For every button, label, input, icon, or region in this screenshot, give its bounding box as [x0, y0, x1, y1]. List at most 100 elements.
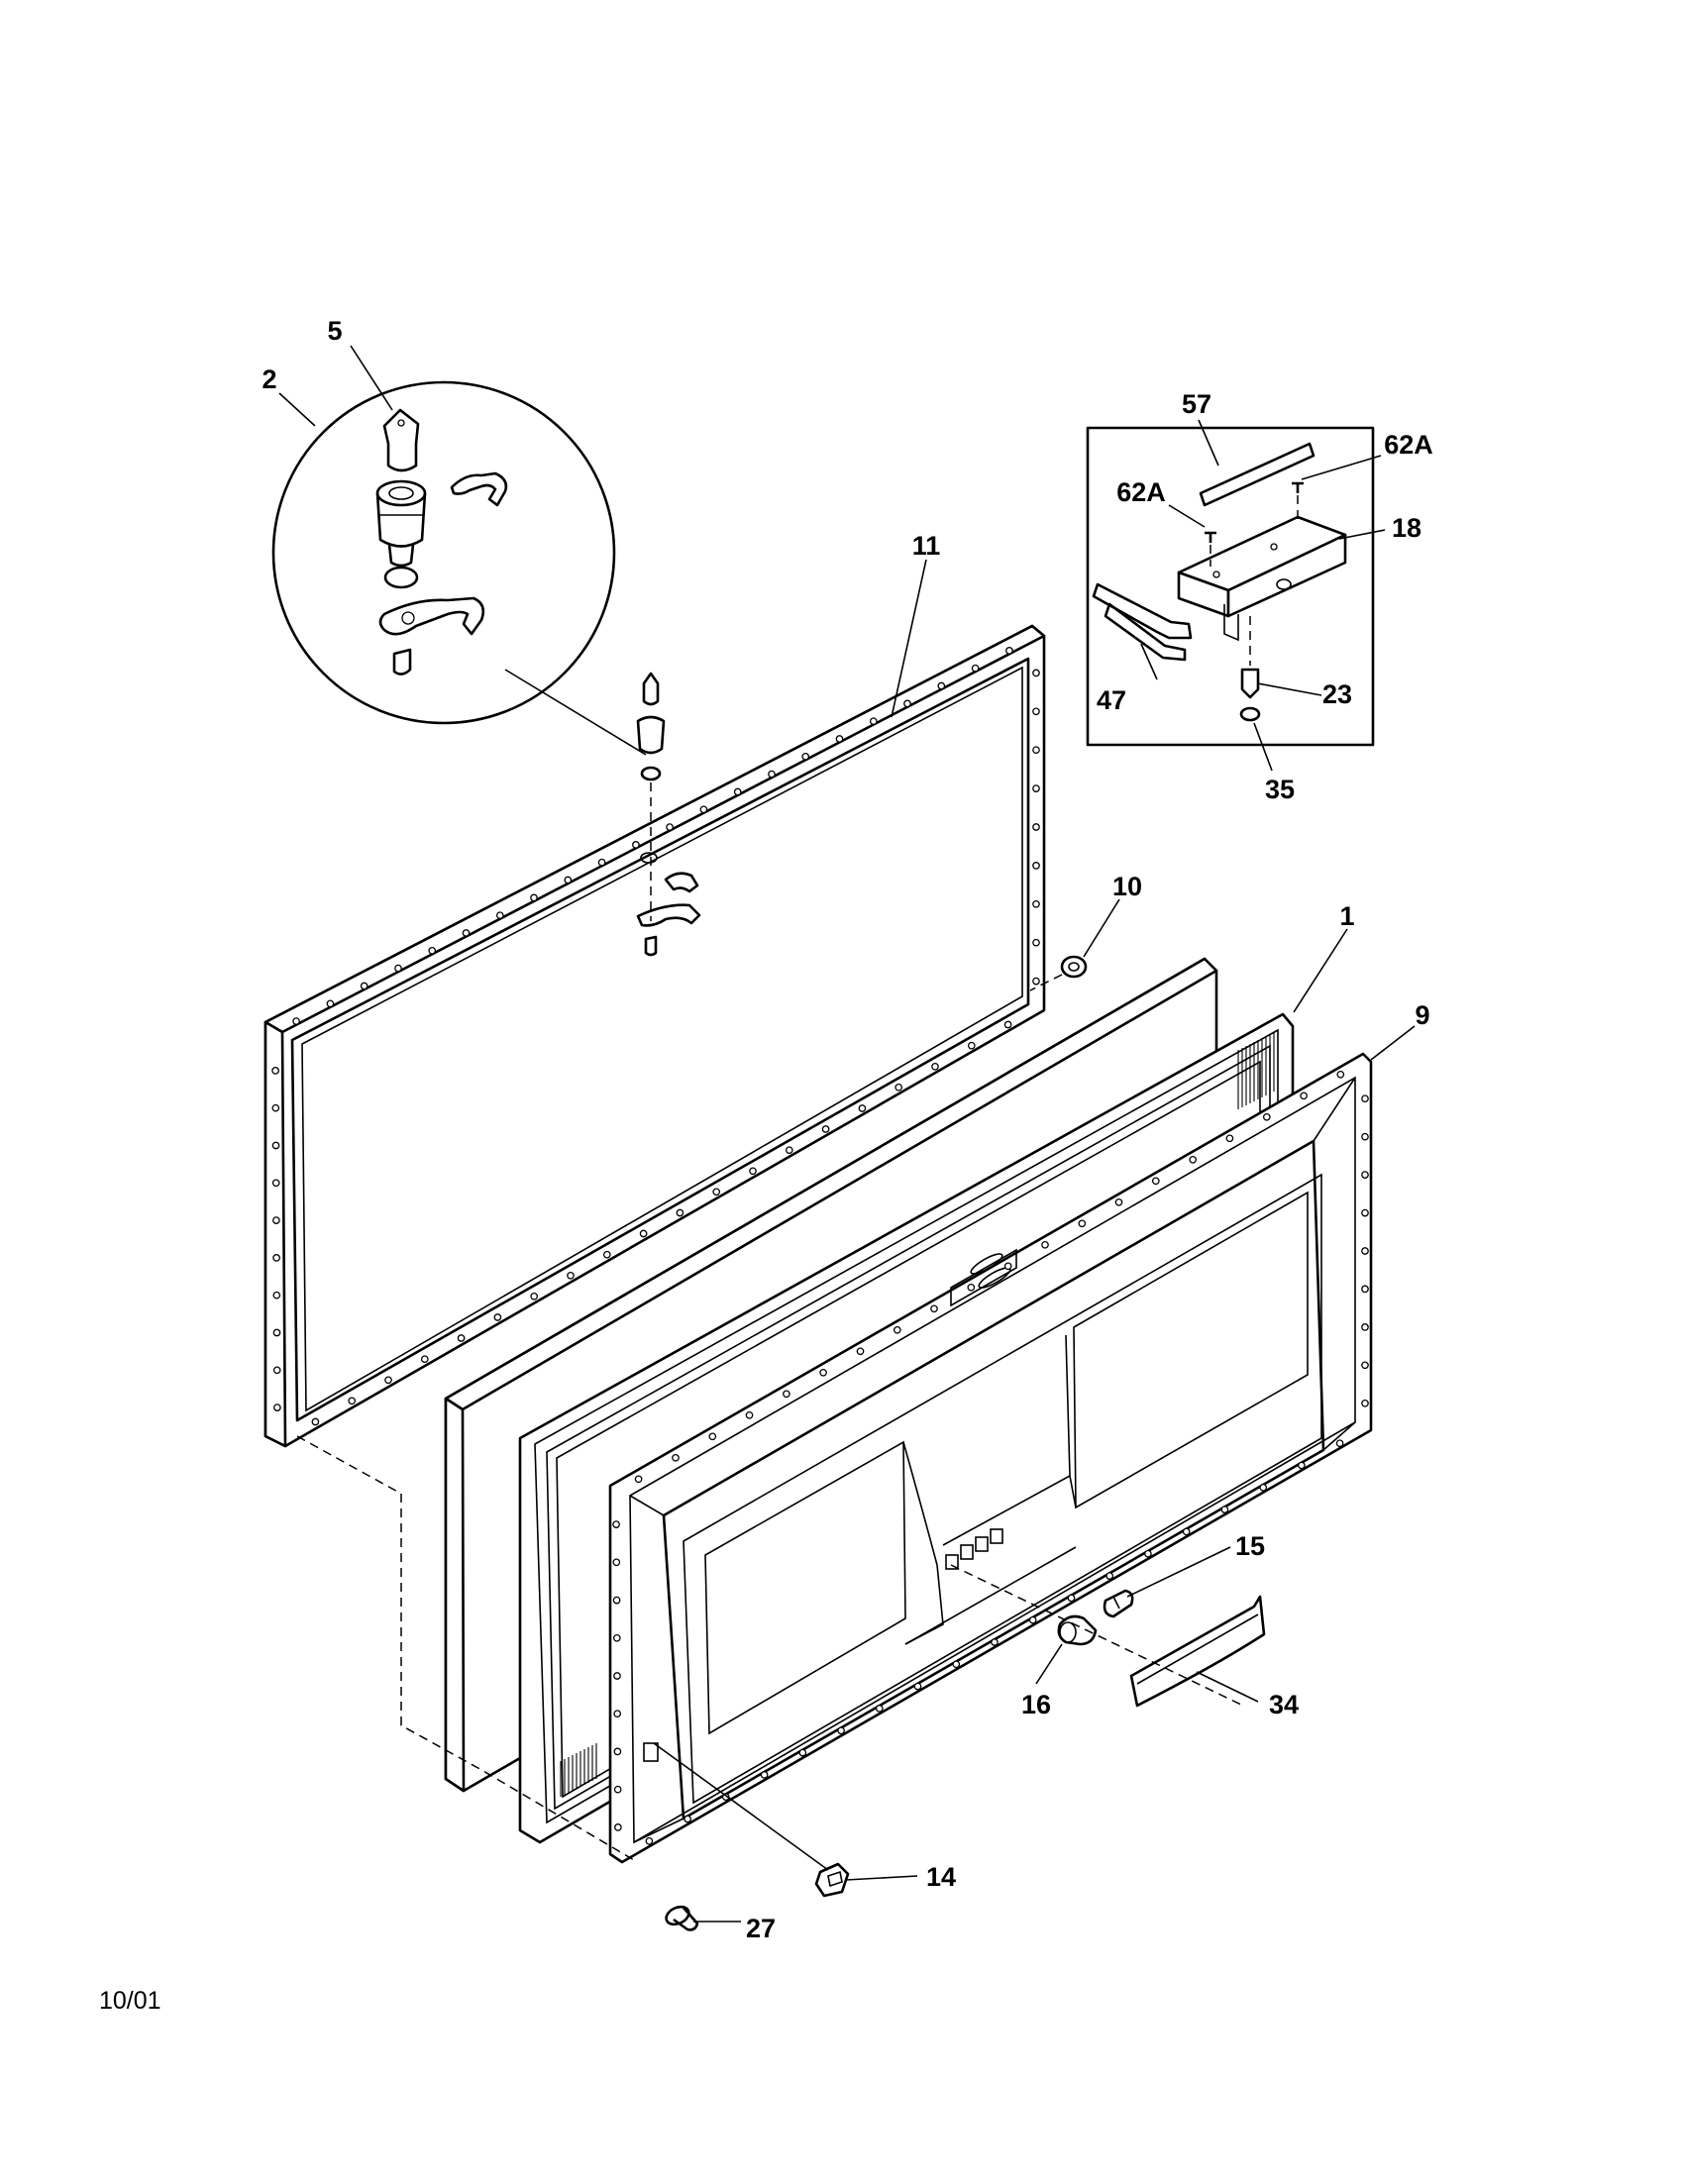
screw-hole	[1336, 1070, 1345, 1079]
screw-hole	[613, 1785, 622, 1794]
screw-hole	[1032, 862, 1040, 870]
screw-hole	[1105, 1572, 1114, 1580]
bumper-part	[1029, 955, 1088, 991]
callout-34: 34	[1269, 1690, 1299, 1719]
lid-screw-holes	[271, 647, 1040, 1426]
screw-hole	[428, 946, 437, 955]
screw-hole	[821, 1125, 830, 1133]
screw-hole	[273, 1404, 281, 1411]
screw-hole	[1298, 1461, 1306, 1470]
o-ring-part	[383, 566, 419, 589]
screw-hole	[457, 1334, 466, 1342]
callout-62a-left: 62A	[1116, 477, 1166, 507]
screw-hole	[612, 1558, 621, 1567]
screw-hole	[292, 1017, 300, 1025]
lid-frame-part	[263, 624, 1046, 1448]
screw-hole	[835, 735, 844, 743]
screw-hole	[819, 1368, 827, 1377]
screw-hole	[1032, 823, 1040, 831]
screw-hole	[1028, 1615, 1037, 1624]
screw-hole	[785, 1146, 793, 1155]
callout-57: 57	[1182, 389, 1211, 419]
screw-hole	[1041, 1240, 1049, 1249]
callout-23: 23	[1322, 679, 1352, 709]
screw-hole	[612, 1520, 620, 1528]
retaining-clip-part	[450, 471, 508, 507]
screw-hole	[530, 893, 538, 902]
screw-hole	[530, 1292, 539, 1300]
screw-hole	[837, 1726, 845, 1735]
screw-hole	[271, 1067, 279, 1075]
callouts: 5 2 11 57 62A 62A 18 47 23 35 10 1 9 15 …	[262, 316, 1432, 1943]
screw-hole	[858, 1104, 867, 1112]
screw-hole	[493, 1313, 502, 1321]
actuator-part	[814, 1862, 850, 1898]
screw-hole	[1182, 1527, 1191, 1536]
lock-cam-part	[378, 596, 485, 636]
screw-hole	[1067, 1594, 1076, 1603]
screw-hole	[1032, 707, 1040, 716]
screw-hole	[1361, 1285, 1369, 1294]
screw-hole	[1151, 1177, 1160, 1186]
screw-hole	[612, 1596, 621, 1605]
screw-hole	[1114, 1197, 1123, 1206]
screw-hole	[311, 1417, 320, 1426]
callout-62a-top: 62A	[1384, 430, 1433, 460]
screw-hole	[666, 823, 674, 831]
callout-1: 1	[1339, 901, 1354, 931]
push-pin-part	[665, 1905, 699, 1931]
callout-9: 9	[1415, 1000, 1429, 1030]
screw-hole	[613, 1672, 621, 1680]
screw-hole	[613, 1710, 622, 1718]
lock-detail-circle	[271, 380, 647, 756]
screw-hole	[672, 1453, 680, 1462]
callout-27: 27	[746, 1914, 776, 1943]
alignment-line	[296, 1435, 635, 1861]
screw-hole	[1032, 977, 1040, 986]
screw-hole	[632, 841, 640, 849]
light-socket-parts	[950, 1564, 1244, 1707]
screw-hole	[613, 1747, 622, 1756]
screw-hole	[612, 1633, 621, 1642]
switch-detail-box	[1086, 426, 1375, 747]
screw-hole	[967, 1283, 976, 1292]
screw-hole	[1361, 1399, 1369, 1407]
screw-hole	[967, 1041, 976, 1050]
screw-hole	[1144, 1549, 1152, 1558]
screw-hole	[602, 1250, 611, 1259]
lock-screw-part	[392, 648, 412, 676]
screw-hole	[597, 858, 606, 867]
screw-hole	[614, 1823, 622, 1831]
screw-hole	[1262, 1112, 1271, 1121]
screw-hole	[564, 876, 573, 884]
screw-hole	[760, 1771, 769, 1779]
screw-hole	[272, 1291, 281, 1300]
screw-hole	[1361, 1323, 1369, 1331]
screw-hole	[326, 999, 335, 1008]
screw-hole	[384, 1376, 392, 1385]
screw-hole	[462, 929, 471, 937]
screw-hole	[895, 1083, 903, 1092]
screw-hole	[1300, 1092, 1308, 1100]
screw-hole	[1032, 669, 1040, 677]
screw-hole	[271, 1103, 280, 1112]
screw-hole	[676, 1208, 684, 1217]
callout-5: 5	[327, 316, 342, 346]
screw-hole	[1032, 784, 1040, 792]
callout-35: 35	[1265, 775, 1295, 804]
footer-date: 10/01	[99, 1987, 161, 2015]
screw-hole	[271, 1141, 280, 1150]
screw-hole	[271, 1179, 280, 1188]
callout-15: 15	[1235, 1531, 1265, 1561]
screw-hole	[856, 1347, 865, 1356]
screw-hole	[952, 1660, 961, 1669]
lock-cylinder-part	[375, 479, 427, 568]
screw-hole	[930, 1304, 938, 1313]
screw-hole	[272, 1328, 281, 1337]
screw-hole	[420, 1355, 429, 1364]
screw-hole	[971, 664, 980, 673]
screw-hole	[1003, 1262, 1012, 1271]
key-part	[382, 408, 420, 472]
callout-47: 47	[1097, 685, 1126, 715]
